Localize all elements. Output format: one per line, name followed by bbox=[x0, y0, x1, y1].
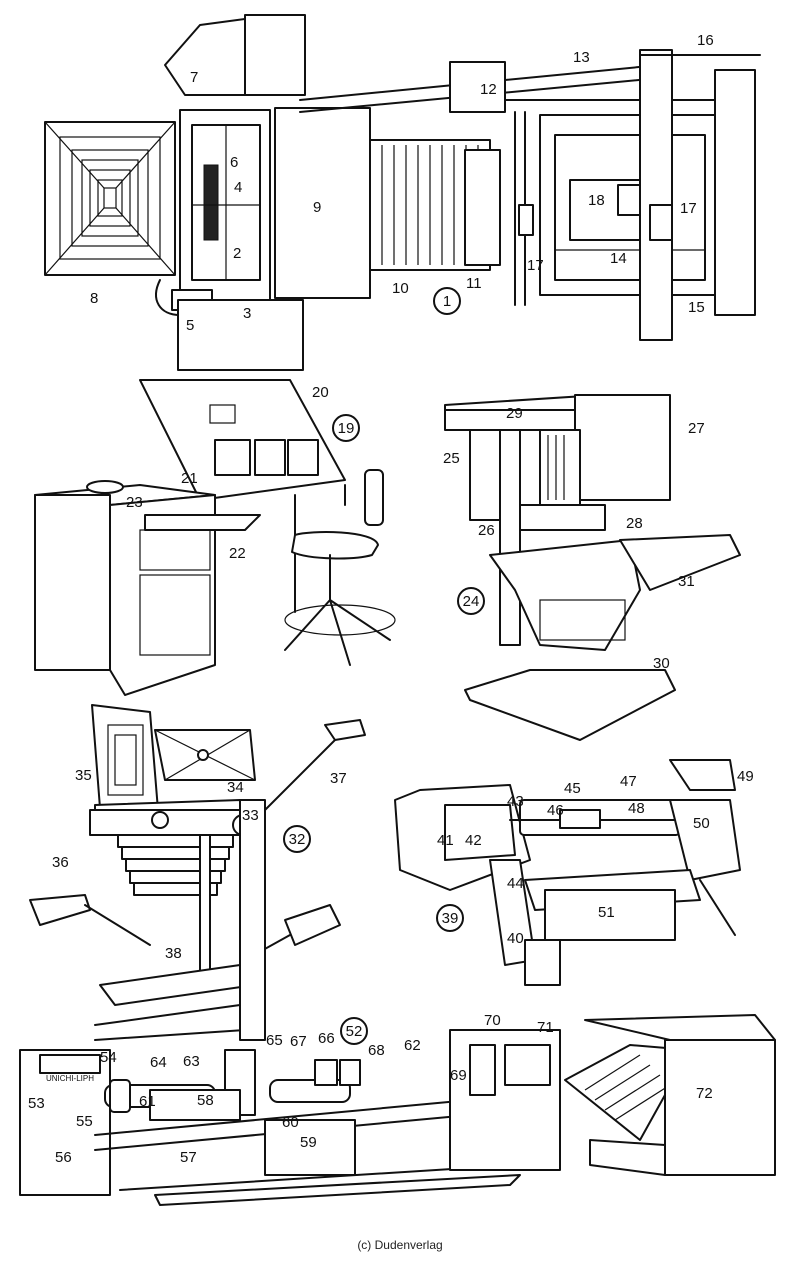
vertical-camera-drawing bbox=[444, 394, 741, 741]
label-34: 34 bbox=[227, 779, 244, 796]
label-35: 35 bbox=[75, 767, 92, 784]
label-64: 64 bbox=[150, 1054, 167, 1071]
label-43: 43 bbox=[507, 793, 524, 810]
label-60: 60 bbox=[282, 1114, 299, 1131]
engraving-machine-drawing bbox=[394, 759, 741, 986]
label-5: 5 bbox=[186, 317, 194, 334]
label-41: 41 bbox=[437, 832, 454, 849]
label-10: 10 bbox=[392, 280, 409, 297]
label-30: 30 bbox=[653, 655, 670, 672]
labels-layer: 2 3 4 5 6 7 8 9 10 11 12 13 14 15 16 17 … bbox=[28, 32, 754, 1166]
label-57: 57 bbox=[180, 1149, 197, 1166]
label-15: 15 bbox=[688, 299, 705, 316]
label-28: 28 bbox=[626, 515, 643, 532]
label-46: 46 bbox=[547, 802, 564, 819]
label-69: 69 bbox=[450, 1067, 467, 1084]
label-62: 62 bbox=[404, 1037, 421, 1054]
label-51: 51 bbox=[598, 904, 615, 921]
label-45: 45 bbox=[564, 780, 581, 797]
label-48: 48 bbox=[628, 800, 645, 817]
label-67: 67 bbox=[290, 1033, 307, 1050]
label-25: 25 bbox=[443, 450, 460, 467]
device-mark: UNICHI-LIPH bbox=[46, 1074, 94, 1083]
process-camera-drawing bbox=[44, 14, 761, 371]
label-12: 12 bbox=[480, 81, 497, 98]
label-66: 66 bbox=[318, 1030, 335, 1047]
label-49: 49 bbox=[737, 768, 754, 785]
layout-table-drawing bbox=[34, 379, 396, 696]
label-61: 61 bbox=[139, 1093, 156, 1110]
label-72: 72 bbox=[696, 1085, 713, 1102]
label-2: 2 bbox=[233, 245, 241, 262]
label-11: 11 bbox=[466, 275, 482, 292]
group-number-1: 1 bbox=[443, 293, 451, 310]
label-7: 7 bbox=[190, 69, 198, 86]
label-50: 50 bbox=[693, 815, 710, 832]
label-65: 65 bbox=[266, 1032, 283, 1049]
label-68: 68 bbox=[368, 1042, 385, 1059]
label-9: 9 bbox=[313, 199, 321, 216]
group-number-52: 52 bbox=[346, 1023, 363, 1040]
label-44: 44 bbox=[507, 875, 524, 892]
group-number-19: 19 bbox=[338, 420, 355, 437]
label-29: 29 bbox=[506, 405, 523, 422]
label-42: 42 bbox=[465, 832, 482, 849]
label-58: 58 bbox=[197, 1092, 214, 1109]
label-21: 21 bbox=[181, 470, 198, 487]
label-37: 37 bbox=[330, 770, 347, 787]
label-55: 55 bbox=[76, 1113, 93, 1130]
label-16: 16 bbox=[697, 32, 714, 49]
label-33: 33 bbox=[242, 807, 259, 824]
label-38: 38 bbox=[165, 945, 182, 962]
label-6: 6 bbox=[230, 154, 238, 171]
label-14: 14 bbox=[610, 250, 627, 267]
label-4: 4 bbox=[234, 179, 242, 196]
label-18: 18 bbox=[588, 192, 605, 209]
label-70: 70 bbox=[484, 1012, 501, 1029]
label-20: 20 bbox=[312, 384, 329, 401]
lathe-drawing bbox=[19, 1029, 561, 1206]
label-36: 36 bbox=[52, 854, 69, 871]
film-processor-drawing bbox=[564, 1014, 776, 1176]
label-53: 53 bbox=[28, 1095, 45, 1112]
label-26: 26 bbox=[478, 522, 495, 539]
copyright-credit: (c) Dudenverlag bbox=[357, 1238, 443, 1252]
label-17: 17 bbox=[680, 200, 697, 217]
label-59: 59 bbox=[300, 1134, 317, 1151]
group-number-39: 39 bbox=[442, 910, 459, 927]
group-number-24: 24 bbox=[463, 593, 480, 610]
label-27: 27 bbox=[688, 420, 705, 437]
label-31: 31 bbox=[678, 573, 695, 590]
label-23: 23 bbox=[126, 494, 143, 511]
label-71: 71 bbox=[537, 1019, 554, 1036]
label-63: 63 bbox=[183, 1053, 200, 1070]
label-47: 47 bbox=[620, 773, 637, 790]
label-40: 40 bbox=[507, 930, 524, 947]
group-number-32: 32 bbox=[289, 831, 306, 848]
label-22: 22 bbox=[229, 545, 246, 562]
label-13: 13 bbox=[573, 49, 590, 66]
enlarger-drawing bbox=[29, 704, 366, 1041]
label-54: 54 bbox=[100, 1049, 117, 1066]
label-17: 17 bbox=[527, 257, 544, 274]
label-8: 8 bbox=[90, 290, 98, 307]
label-3: 3 bbox=[243, 305, 251, 322]
label-56: 56 bbox=[55, 1149, 72, 1166]
group-number-layer: 1 19 24 32 39 52 bbox=[283, 287, 485, 1045]
